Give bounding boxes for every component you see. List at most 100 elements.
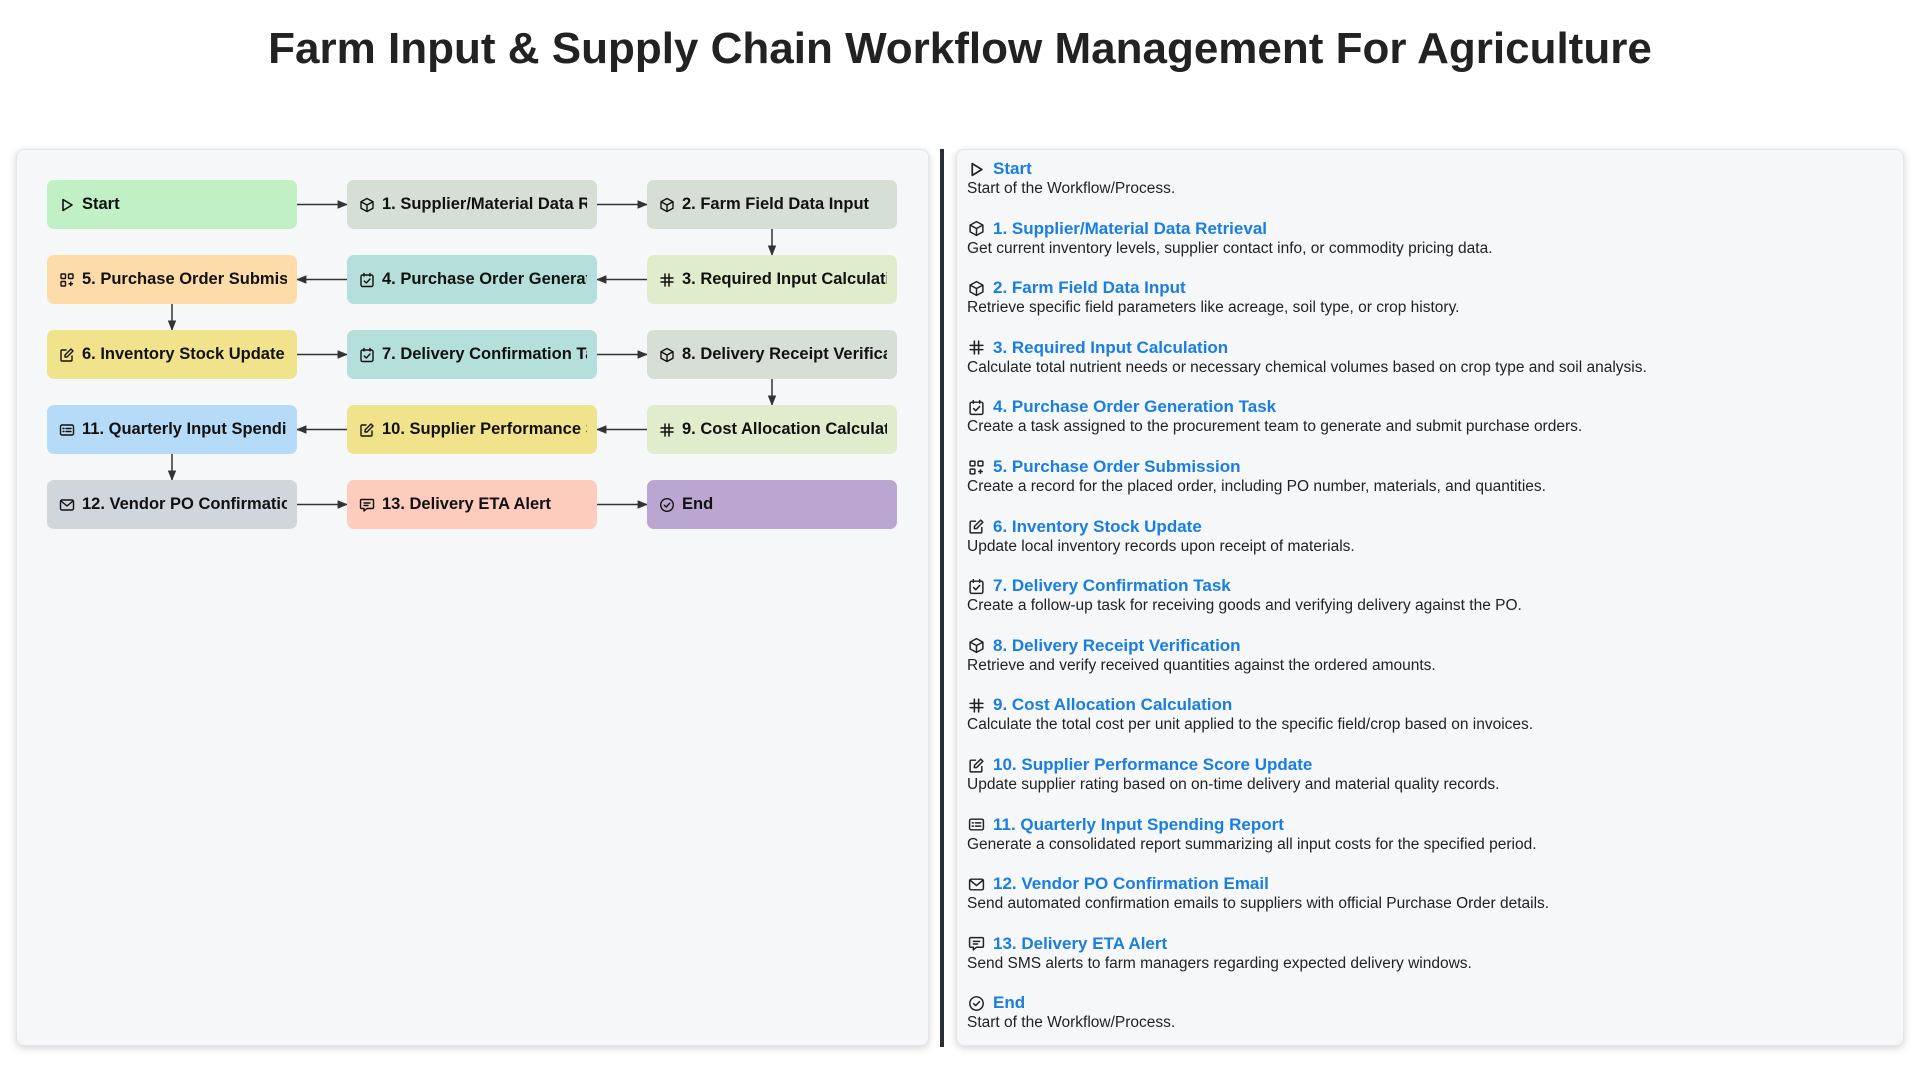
step-title-link[interactable]: 9. Cost Allocation Calculation bbox=[993, 695, 1233, 715]
step-title-link[interactable]: 7. Delivery Confirmation Task bbox=[993, 576, 1231, 596]
flow-node-9-cost-allocation-calculation[interactable]: 9. Cost Allocation Calculation bbox=[647, 405, 897, 454]
step-title-link[interactable]: 3. Required Input Calculation bbox=[993, 337, 1229, 357]
flow-node-label: 12. Vendor PO Confirmation Email bbox=[82, 495, 287, 513]
play-icon bbox=[968, 161, 985, 178]
edit-icon bbox=[968, 757, 985, 774]
step-header: Start bbox=[967, 159, 1887, 179]
step-title-link[interactable]: 10. Supplier Performance Score Update bbox=[993, 755, 1313, 774]
step-header: 11. Quarterly Input Spending Report bbox=[967, 815, 1887, 835]
mail-icon bbox=[59, 497, 75, 513]
step-description: Create a record for the placed order, in… bbox=[967, 478, 1546, 495]
step-title-link[interactable]: 4. Purchase Order Generation Task bbox=[993, 397, 1277, 417]
step-title-link[interactable]: 2. Farm Field Data Input bbox=[993, 278, 1186, 298]
step-title-link[interactable]: 13. Delivery ETA Alert bbox=[993, 933, 1168, 953]
step-header: 6. Inventory Stock Update bbox=[967, 517, 1887, 537]
step-header: End bbox=[967, 993, 1887, 1013]
step-description: Send automated confirmation emails to su… bbox=[967, 895, 1550, 913]
hash-icon bbox=[659, 422, 675, 438]
step-description: Update local inventory records upon rece… bbox=[967, 537, 1355, 555]
check-circle-icon bbox=[968, 995, 985, 1012]
step-description: Calculate total nutrient needs or necess… bbox=[967, 358, 1647, 376]
step-title-link[interactable]: 6. Inventory Stock Update bbox=[993, 516, 1202, 536]
mail-icon bbox=[968, 876, 985, 893]
flow-node-5-purchase-order-submission[interactable]: 5. Purchase Order Submission bbox=[47, 255, 297, 304]
flow-node-1-supplier-material-data-retrieval[interactable]: 1. Supplier/Material Data Retrieval bbox=[347, 180, 597, 229]
flow-node-7-delivery-confirmation-task[interactable]: 7. Delivery Confirmation Task bbox=[347, 330, 597, 379]
task-icon bbox=[359, 272, 375, 288]
flow-node-12-vendor-po-confirmation-email[interactable]: 12. Vendor PO Confirmation Email bbox=[47, 480, 297, 529]
flow-node-label: 3. Required Input Calculation bbox=[682, 270, 887, 288]
flow-node-10-supplier-performance-score-update[interactable]: 10. Supplier Performance Score Update bbox=[347, 405, 597, 454]
edit-icon bbox=[359, 422, 375, 438]
step-header: 7. Delivery Confirmation Task bbox=[967, 576, 1887, 596]
flow-node-start[interactable]: Start bbox=[47, 180, 297, 229]
flow-node-8-delivery-receipt-verification[interactable]: 8. Delivery Receipt Verification bbox=[647, 330, 897, 379]
flow-node-label: 8. Delivery Receipt Verification bbox=[682, 345, 887, 363]
step-header: 5. Purchase Order Submission bbox=[967, 457, 1887, 477]
message-icon bbox=[359, 497, 375, 513]
step-header: 13. Delivery ETA Alert bbox=[967, 934, 1887, 954]
cube-icon bbox=[968, 280, 985, 297]
flow-node-label: 11. Quarterly Input Spending Report bbox=[82, 420, 287, 438]
steps-panel bbox=[956, 149, 1904, 1046]
grid-icon bbox=[59, 272, 75, 288]
flow-node-label: 5. Purchase Order Submission bbox=[82, 270, 287, 288]
flow-node-13-delivery-eta-alert[interactable]: 13. Delivery ETA Alert bbox=[347, 480, 597, 529]
step-title-link[interactable]: 12. Vendor PO Confirmation Email bbox=[993, 874, 1269, 894]
step-description: Update supplier rating based on on-time … bbox=[967, 776, 1500, 793]
flow-node-11-quarterly-input-spending-report[interactable]: 11. Quarterly Input Spending Report bbox=[47, 405, 297, 454]
flow-node-label: 6. Inventory Stock Update bbox=[82, 345, 285, 363]
flow-node-end[interactable]: End bbox=[647, 480, 897, 529]
edit-icon bbox=[59, 347, 75, 363]
flow-node-label: 10. Supplier Performance Score Update bbox=[382, 420, 587, 438]
step-title-link[interactable]: 8. Delivery Receipt Verification bbox=[993, 635, 1241, 655]
step-title-link[interactable]: 5. Purchase Order Submission bbox=[993, 457, 1241, 476]
flow-node-label: 2. Farm Field Data Input bbox=[682, 195, 870, 213]
page-title: Farm Input & Supply Chain Workflow Manag… bbox=[268, 24, 1652, 73]
edit-icon bbox=[968, 518, 985, 535]
flow-node-2-farm-field-data-input[interactable]: 2. Farm Field Data Input bbox=[647, 180, 897, 229]
step-header: 1. Supplier/Material Data Retrieval bbox=[967, 219, 1887, 239]
flow-node-3-required-input-calculation[interactable]: 3. Required Input Calculation bbox=[647, 255, 897, 304]
step-title-link[interactable]: End bbox=[993, 993, 1026, 1013]
step-header: 12. Vendor PO Confirmation Email bbox=[967, 874, 1887, 894]
step-description: Start of the Workflow/Process. bbox=[967, 1014, 1176, 1032]
task-icon bbox=[968, 399, 985, 416]
step-title-link[interactable]: 11. Quarterly Input Spending Report bbox=[993, 814, 1284, 834]
step-title-link[interactable]: 1. Supplier/Material Data Retrieval bbox=[993, 218, 1267, 238]
flow-node-label: 9. Cost Allocation Calculation bbox=[682, 420, 887, 438]
flow-node-6-inventory-stock-update[interactable]: 6. Inventory Stock Update bbox=[47, 330, 297, 379]
panel-divider[interactable] bbox=[940, 149, 944, 1047]
step-description: Create a task assigned to the procuremen… bbox=[967, 418, 1583, 436]
cube-icon bbox=[659, 197, 675, 213]
report-icon bbox=[968, 816, 985, 833]
step-description: Calculate the total cost per unit applie… bbox=[967, 716, 1534, 734]
task-icon bbox=[359, 347, 375, 363]
step-title-link[interactable]: Start bbox=[993, 159, 1032, 178]
flow-node-label: Start bbox=[82, 195, 120, 213]
cube-icon bbox=[968, 637, 985, 654]
step-header: 4. Purchase Order Generation Task bbox=[967, 397, 1887, 417]
play-icon bbox=[59, 197, 75, 213]
step-description: Generate a consolidated report summarizi… bbox=[967, 835, 1537, 853]
step-description: Retrieve specific field parameters like … bbox=[967, 299, 1460, 317]
flow-node-4-purchase-order-generation-task[interactable]: 4. Purchase Order Generation Task bbox=[347, 255, 597, 304]
hash-icon bbox=[968, 339, 985, 356]
flow-node-label: End bbox=[682, 495, 714, 513]
step-header: 9. Cost Allocation Calculation bbox=[967, 695, 1887, 715]
report-icon bbox=[59, 422, 75, 438]
flow-node-label: 13. Delivery ETA Alert bbox=[382, 495, 552, 513]
step-description: Create a follow-up task for receiving go… bbox=[967, 597, 1522, 615]
flow-node-label: 7. Delivery Confirmation Task bbox=[382, 345, 587, 363]
